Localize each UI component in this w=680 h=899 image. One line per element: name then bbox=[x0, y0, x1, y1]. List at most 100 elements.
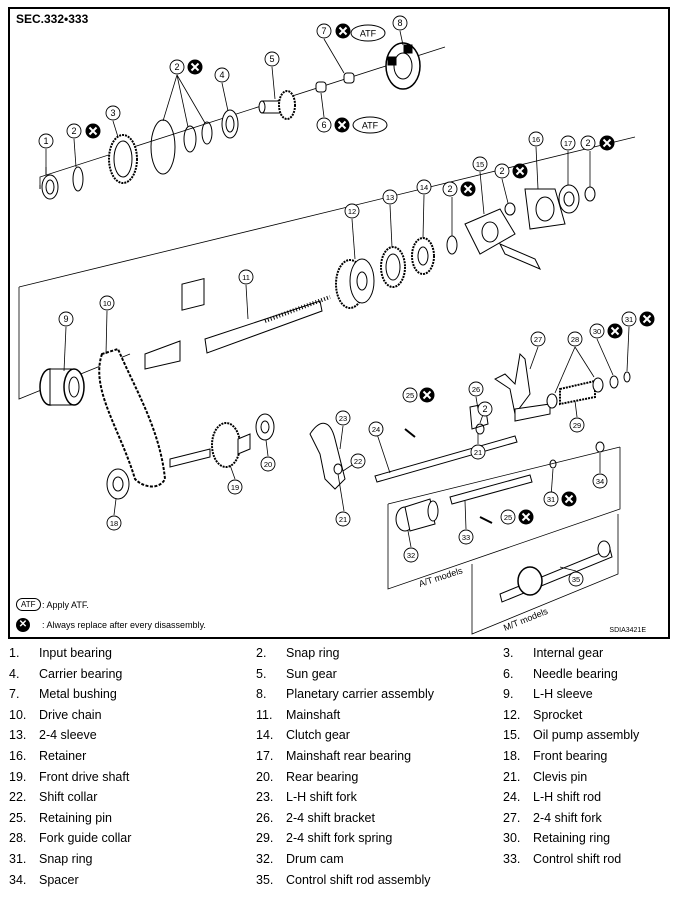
fork-spring-drawing bbox=[546, 377, 604, 409]
rear-bearing-drawing bbox=[255, 413, 275, 441]
callout-9: 9 bbox=[58, 311, 74, 327]
svg-text:31: 31 bbox=[625, 315, 633, 324]
svg-text:26: 26 bbox=[472, 385, 480, 394]
snap-ring-drawing bbox=[623, 371, 631, 383]
oil-pump-drawing bbox=[464, 208, 542, 270]
part-number: 34. bbox=[9, 872, 27, 887]
callout-32: 32 bbox=[403, 547, 419, 563]
part-number: 7. bbox=[9, 687, 20, 702]
svg-text:17: 17 bbox=[564, 139, 572, 148]
part-number: 3. bbox=[503, 646, 514, 660]
svg-text:2: 2 bbox=[174, 62, 179, 72]
svg-text:32: 32 bbox=[407, 551, 415, 560]
svg-text:2: 2 bbox=[499, 166, 504, 176]
part-list-item: 5.Sun gear bbox=[256, 667, 337, 681]
part-name: Clevis pin bbox=[533, 769, 588, 784]
part-list-item: 2.Snap ring bbox=[256, 646, 340, 660]
replace-markers bbox=[85, 23, 655, 525]
part-number: 14. bbox=[256, 728, 274, 743]
part-list-item: 9.L-H sleeve bbox=[503, 687, 593, 701]
svg-text:1: 1 bbox=[43, 136, 48, 146]
callout-6: 6 bbox=[316, 117, 332, 133]
front-bearing-drawing bbox=[106, 468, 130, 500]
part-number: 15. bbox=[503, 728, 521, 743]
input-bearing-drawing bbox=[41, 167, 59, 200]
mainshaft-rear-bearing-drawing bbox=[558, 184, 580, 214]
part-number: 35. bbox=[256, 872, 274, 887]
callout-33: 33 bbox=[458, 529, 474, 545]
part-list-item: 11.Mainshaft bbox=[256, 708, 340, 722]
callout-15: 15 bbox=[472, 156, 488, 172]
callout-24: 24 bbox=[368, 421, 384, 437]
part-number: 12. bbox=[503, 707, 521, 722]
retaining-pin-drawing bbox=[479, 516, 493, 524]
part-number: 26. bbox=[256, 810, 274, 825]
part-list-item: 17. Mainshaft rear bearing bbox=[256, 749, 411, 763]
svg-text:24: 24 bbox=[372, 425, 380, 434]
part-list-item: 32.Drum cam bbox=[256, 852, 344, 866]
x-circle-icon bbox=[85, 123, 101, 139]
callout-12: 12 bbox=[344, 203, 360, 219]
snap-ring-drawing bbox=[446, 235, 458, 255]
control-shift-rod-assembly-drawing bbox=[499, 540, 613, 603]
part-name: Planetary carrier assembly bbox=[286, 687, 434, 702]
x-circle-icon bbox=[334, 117, 350, 133]
part-list-item: 26. 2-4 shift bracket bbox=[256, 811, 375, 825]
callout-16: 16 bbox=[528, 131, 544, 147]
part-name: Internal gear bbox=[533, 646, 604, 660]
part-number: 22. bbox=[9, 790, 27, 805]
part-number: 20. bbox=[256, 769, 274, 784]
svg-text:31: 31 bbox=[547, 495, 555, 504]
part-list-item: 34.Spacer bbox=[9, 873, 79, 887]
svg-text:35: 35 bbox=[572, 575, 580, 584]
x-circle-icon bbox=[518, 509, 534, 525]
svg-text:8: 8 bbox=[397, 18, 402, 28]
leader-lines bbox=[45, 30, 630, 572]
callout-2: 2 bbox=[494, 163, 510, 179]
x-circle-icon bbox=[607, 323, 623, 339]
part-number: 27. bbox=[503, 810, 521, 825]
callout-10: 10 bbox=[99, 295, 115, 311]
callout-7: 7 bbox=[316, 23, 332, 39]
x-circle-icon bbox=[561, 491, 577, 507]
part-list-item: 29.2-4 shift fork spring bbox=[256, 831, 392, 845]
part-name: Snap ring bbox=[286, 646, 340, 660]
svg-text:19: 19 bbox=[231, 483, 239, 492]
svg-text:14: 14 bbox=[420, 183, 428, 192]
part-name: Snap ring bbox=[39, 852, 93, 866]
carrier-bearing-drawing bbox=[221, 109, 239, 139]
sun-gear-drawing bbox=[258, 90, 296, 120]
mainshaft-drawing bbox=[144, 278, 331, 370]
part-list-item: 28.Fork guide collar bbox=[9, 831, 131, 845]
shift-fork-24-drawing bbox=[494, 352, 551, 422]
part-list-item: 15.Oil pump assembly bbox=[503, 728, 639, 742]
part-name: Fork guide collar bbox=[39, 831, 132, 846]
svg-text:ATF: ATF bbox=[360, 29, 377, 39]
svg-text:25: 25 bbox=[406, 391, 414, 400]
x-circle-icon bbox=[639, 311, 655, 327]
part-list-item: 22.Shift collar bbox=[9, 790, 97, 804]
part-number: 18. bbox=[503, 749, 521, 763]
x-circle-icon bbox=[419, 387, 435, 403]
part-number: 11. bbox=[256, 707, 273, 722]
part-name: 2-4 shift bracket bbox=[286, 810, 375, 825]
x-circle-icon bbox=[187, 59, 203, 75]
callout-29: 29 bbox=[569, 417, 585, 433]
diagram-code: SDIA3421E bbox=[609, 627, 646, 634]
part-number: 30. bbox=[503, 831, 521, 846]
group-boundary-lines bbox=[18, 46, 636, 635]
part-number: 17. bbox=[256, 749, 274, 763]
callout-11: 11 bbox=[238, 269, 254, 285]
part-list-item: 19.Front drive shaft bbox=[9, 770, 129, 784]
callout-30: 30 bbox=[589, 323, 605, 339]
svg-text:7: 7 bbox=[321, 26, 326, 36]
part-number: 4. bbox=[9, 666, 20, 681]
x-circle-icon bbox=[335, 23, 351, 39]
callout-23: 23 bbox=[335, 410, 351, 426]
svg-text:12: 12 bbox=[348, 207, 356, 216]
part-name: 2-4 shift fork bbox=[533, 810, 602, 825]
part-list-item: 10.Drive chain bbox=[9, 708, 102, 722]
part-name: Mainshaft rear bearing bbox=[286, 749, 412, 763]
